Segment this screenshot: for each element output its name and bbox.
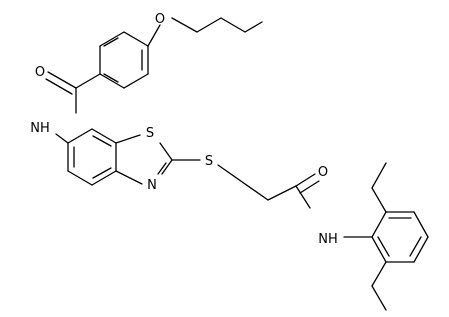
bond <box>371 211 387 238</box>
carbonyl-oxygen-top-label: O <box>35 65 45 80</box>
bond <box>147 24 161 47</box>
carbonyl-oxygen-right-label: O <box>318 165 328 180</box>
bond <box>409 236 422 257</box>
amide-nh-right-label: NH <box>318 232 338 247</box>
thiazole-sulfur-label: S <box>146 126 154 141</box>
benzothiazole-benzene-ring <box>67 128 117 186</box>
bond <box>295 173 316 187</box>
bond <box>220 17 246 33</box>
bond <box>371 162 387 189</box>
bond <box>92 135 112 147</box>
bond <box>371 236 387 263</box>
bond <box>171 17 198 33</box>
bond <box>115 134 141 144</box>
thioether-sulfur-label: S <box>205 154 213 169</box>
bond <box>91 128 117 144</box>
bond <box>161 159 173 175</box>
bond <box>45 78 73 95</box>
diethylphenyl-ring <box>371 211 429 263</box>
bond <box>371 187 387 213</box>
bond <box>295 185 311 209</box>
bond <box>47 71 77 89</box>
bond <box>371 261 387 287</box>
bond <box>159 142 173 161</box>
ether-oxygen-label: O <box>155 12 165 27</box>
ethyl-groups <box>371 162 387 311</box>
bond <box>196 17 222 33</box>
bond <box>103 37 119 47</box>
benzene-ring-top <box>99 31 149 89</box>
thiazole-nitrogen-label: N <box>147 178 157 193</box>
bond <box>267 185 297 201</box>
bond <box>67 170 93 186</box>
bond <box>299 180 320 194</box>
bond <box>115 170 143 185</box>
bond <box>67 128 93 144</box>
bond <box>371 285 387 311</box>
bond <box>55 133 69 144</box>
bond <box>99 31 125 47</box>
bond <box>91 170 117 186</box>
bond <box>157 162 167 175</box>
bond <box>123 31 149 47</box>
bond <box>413 211 429 238</box>
bond <box>123 73 149 89</box>
butyl-chain <box>171 17 263 33</box>
bond <box>377 236 390 257</box>
amide-nh-top-label: NH <box>30 121 50 136</box>
thioether-linker <box>171 159 269 201</box>
bond <box>413 236 429 263</box>
bond <box>103 73 119 83</box>
thiazole-ring <box>115 134 173 185</box>
amide-carbonyl-right <box>267 173 373 238</box>
bond <box>75 73 101 89</box>
amide-carbonyl-top <box>45 71 101 144</box>
bond <box>217 164 269 201</box>
bond <box>244 21 263 33</box>
bond <box>99 73 125 89</box>
bond <box>92 167 112 179</box>
